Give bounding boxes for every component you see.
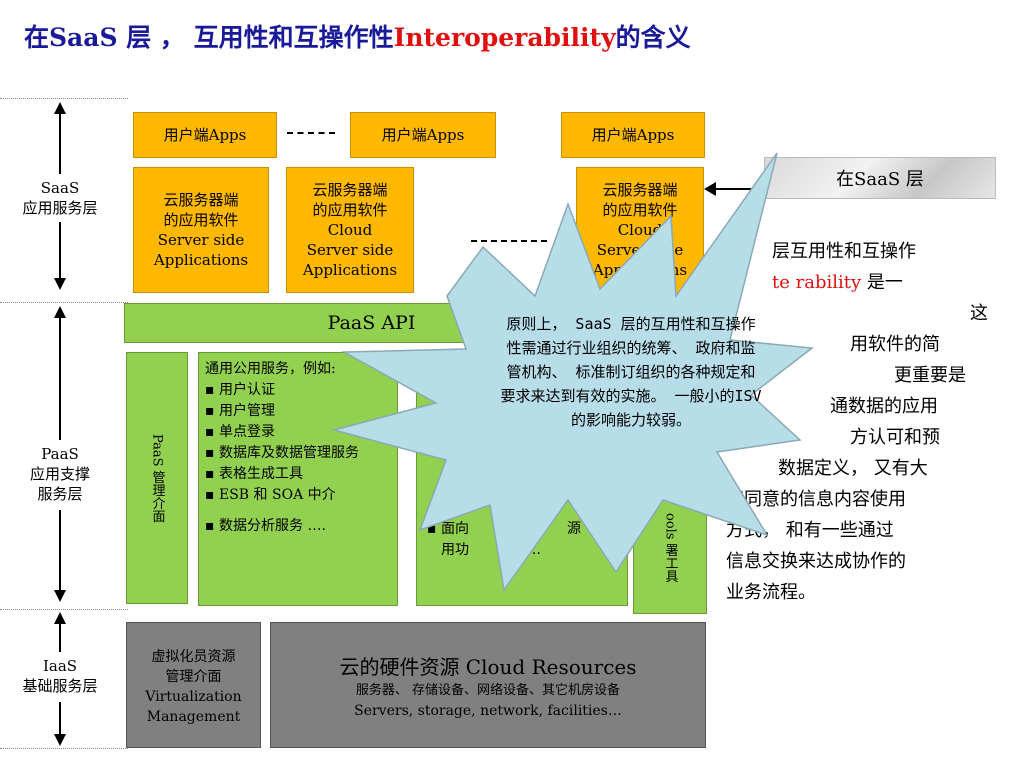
layer-divider-bottom	[0, 748, 128, 749]
layer-divider-top	[0, 98, 128, 99]
server-app-box: 云服务器端 的应用软件 Server side Applications	[133, 167, 269, 293]
cloud-resources-box: 云的硬件资源 Cloud Resources 服务器、 存储设备、网络设备、其它…	[270, 622, 706, 748]
paas-layer-label: PaaS 应用支撑 服务层	[29, 445, 90, 503]
list-item: 数据分析服务 ….	[205, 516, 391, 537]
list-item: 表格生成工具	[205, 464, 391, 485]
iaas-layer-label: IaaS 基础服务层	[22, 657, 98, 695]
list-item: 用户认证	[205, 380, 391, 401]
saas-layer-label: SaaS 应用服务层	[22, 179, 98, 217]
server-app-box: 云服务器端 的应用软件 Cloud Server side Applicatio…	[576, 167, 704, 293]
arrow-down-icon	[54, 734, 66, 746]
interoperability-explanation: 层互用性和互操作 te rability 是一 这 用软件的简 更重要是 通数据…	[726, 241, 988, 603]
common-services-box: 通用公用服务，例如: 用户认证 用户管理 单点登录 数据库及数据管理服务 表格生…	[198, 352, 398, 606]
arrow-up-icon	[54, 612, 66, 624]
services-list: 用户认证 用户管理 单点登录 数据库及数据管理服务 表格生成工具 ESB 和 S…	[205, 380, 391, 537]
layer-axis-line	[59, 510, 61, 592]
client-app-box: 用户端Apps	[133, 112, 277, 158]
client-app-box: 用户端Apps	[561, 112, 705, 158]
list-item: 数据库及数据管理服务	[205, 443, 391, 464]
layer-axis-line	[59, 222, 61, 280]
server-app-box: 云服务器端 的应用软件 Cloud Server side Applicatio…	[286, 167, 414, 293]
layer-axis-line	[59, 702, 61, 736]
paas-management-box: PaaS 管理介面	[126, 352, 188, 604]
arrow-up-icon	[54, 102, 66, 114]
services-title: 通用公用服务，例如:	[205, 361, 336, 377]
title-suffix: 的含义	[615, 23, 691, 52]
layer-divider-paas-iaas	[0, 609, 128, 610]
arrow-down-icon	[54, 590, 66, 602]
title-highlight: Interoperability	[393, 23, 616, 52]
saas-layer-tag: 在SaaS 层	[764, 157, 996, 199]
layer-axis-line	[59, 112, 61, 174]
client-app-box: 用户端Apps	[350, 112, 496, 158]
list-item: ESB 和 SOA 中介	[205, 485, 391, 506]
virtualization-management-box: 虚拟化员资源 管理介面 Virtualization Management	[126, 622, 261, 748]
arrow-up-icon	[54, 306, 66, 318]
layer-divider-saas-paas	[0, 302, 128, 303]
title-prefix: 在SaaS 层 ， 互用性和互操作性	[24, 23, 394, 52]
layer-axis-line	[59, 622, 61, 652]
callout-text: 原则上， SaaS 层的互用性和互操作性需通过行业组织的统筹、 政府和监管机构、…	[500, 315, 762, 429]
arrow-left-icon	[704, 182, 766, 196]
list-item: 单点登录	[205, 422, 391, 443]
layer-axis-line	[59, 316, 61, 440]
dashed-connector	[287, 132, 335, 134]
list-item: 用户管理	[205, 401, 391, 422]
arrow-down-icon	[54, 278, 66, 290]
dashed-connector	[471, 240, 547, 242]
slide-title: 在SaaS 层 ， 互用性和互操作性Interoperability的含义	[24, 18, 691, 54]
